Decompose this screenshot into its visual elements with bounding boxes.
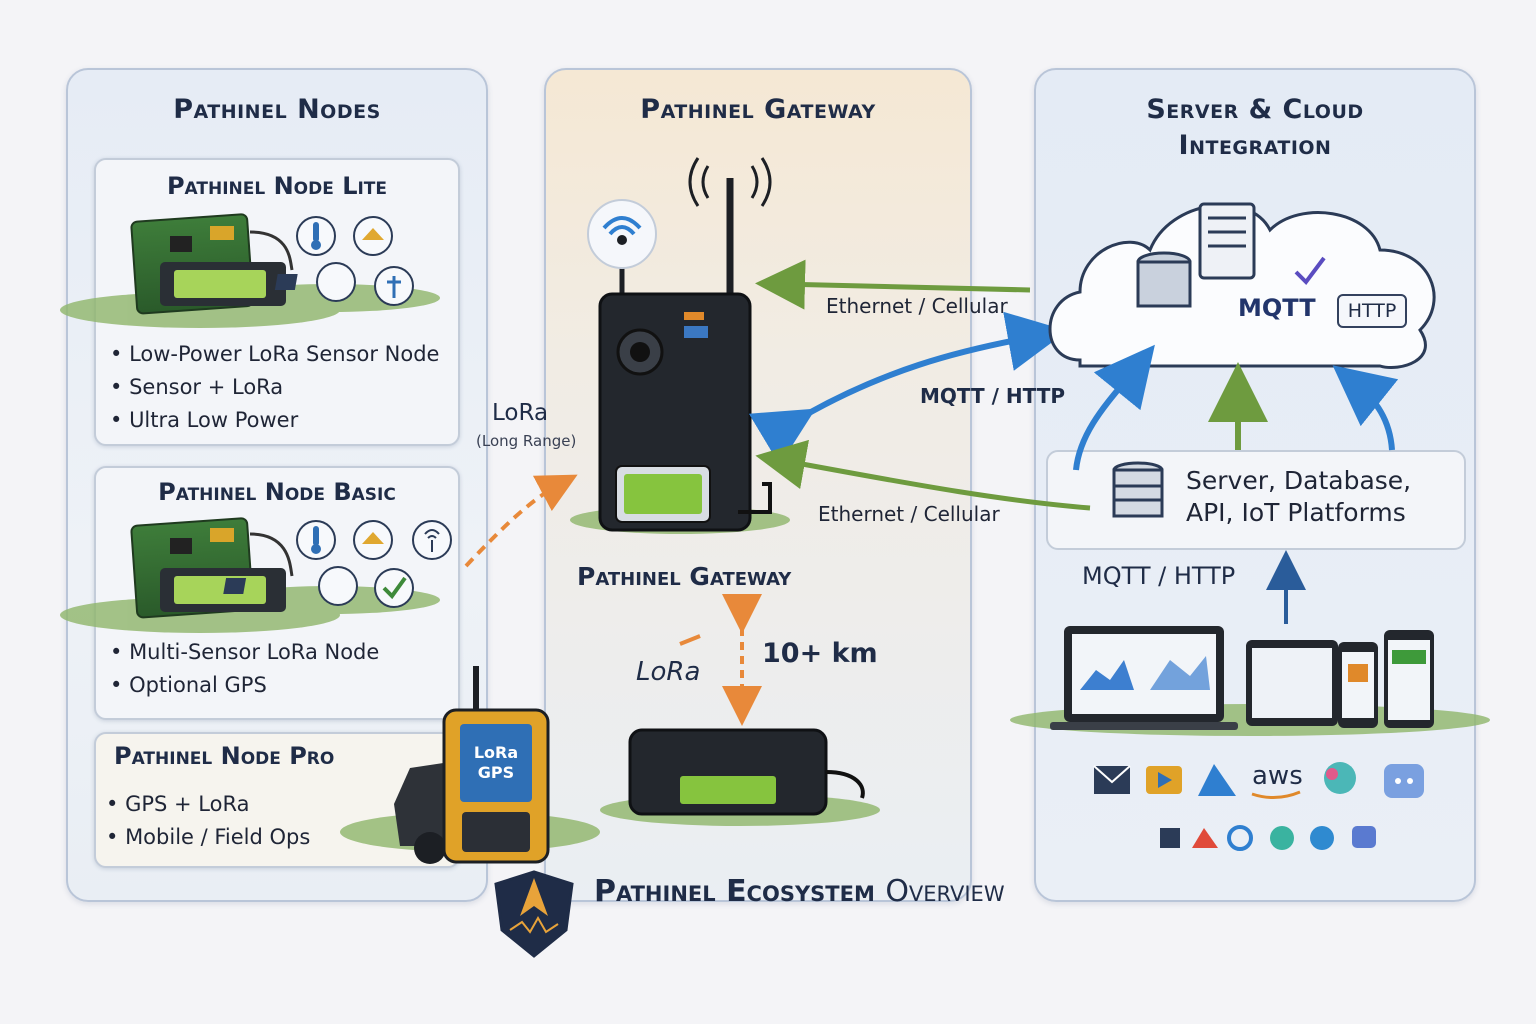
footer-title-bold: Pathinel Ecosystem: [594, 874, 875, 909]
ethernet-bottom-arrow: [755, 439, 1091, 511]
signal-icon: [412, 520, 452, 560]
google-cloud-icon: [1324, 762, 1356, 794]
ethernet-top-arrow: [755, 259, 1031, 310]
gateway-device-icon: [598, 178, 772, 532]
device-screen-gps: GPS: [478, 763, 514, 782]
solar-panel-icon: [274, 262, 356, 302]
footer-title-thin: Overview: [885, 874, 1005, 909]
footer-title: Pathinel Ecosystem Overview: [594, 874, 1005, 909]
list-item: Mobile / Field Ops: [106, 821, 310, 854]
antenna-signal-icon: [688, 157, 772, 207]
lora-arrow: [464, 474, 578, 568]
node-lite-title: Pathinel Node Lite: [166, 172, 388, 200]
phone-icon: [1384, 630, 1434, 728]
cloud-icon: [1048, 202, 1436, 369]
pathinel-logo-icon: [494, 870, 574, 958]
node-lite-board-icon: [130, 213, 294, 315]
temperature-icon: [296, 216, 336, 256]
azure-icon: [1198, 764, 1236, 796]
temperature-icon: [296, 520, 336, 560]
gateway-subtitle: Pathinel Gateway: [577, 562, 792, 591]
play-icon: [1146, 766, 1182, 794]
database-icon: [1112, 461, 1164, 518]
node-basic-title: Pathinel Node Basic: [158, 478, 396, 506]
server-to-cloud-arrow-right: [1332, 365, 1399, 451]
cloud-panel-title-line2: Integration: [1178, 130, 1332, 161]
wifi-badge-icon: [587, 199, 657, 269]
integration-icons-row: [1160, 825, 1376, 851]
phone-icon: [1338, 642, 1378, 728]
aws-label: aws: [1252, 761, 1303, 791]
server-to-cloud-arrow-left: [1073, 344, 1155, 471]
lora-link-sublabel: (Long Range): [476, 432, 577, 450]
server-card-line1: Server, Database,: [1186, 466, 1412, 495]
check-icon: [374, 568, 414, 608]
ethernet-bottom-label: Ethernet / Cellular: [818, 502, 1000, 526]
device-screen-lora: LoRa: [474, 743, 518, 762]
lora-link-label: LoRa: [492, 400, 549, 426]
mqtt-badge: MQTT: [1238, 294, 1316, 322]
mqtt-http-arrow: [748, 311, 1068, 466]
devices-mqtt-http-label: MQTT / HTTP: [1082, 562, 1236, 590]
list-item: Ultra Low Power: [110, 404, 439, 437]
lora-end-device-icon: [628, 728, 865, 816]
nodes-panel-title: Pathinel Nodes: [173, 94, 381, 125]
range-label: 10+ km: [762, 638, 878, 669]
vehicle-icon: [394, 762, 452, 864]
server-card-line2: API, IoT Platforms: [1186, 498, 1406, 527]
node-basic-board-icon: [130, 517, 294, 619]
tablet-icon: [1246, 640, 1338, 726]
ethernet-top-label: Ethernet / Cellular: [826, 294, 1008, 318]
lora-logo-text: LoRa: [636, 657, 700, 687]
http-badge: HTTP: [1337, 294, 1407, 328]
laptop-icon: [1050, 626, 1238, 730]
discord-icon: [1384, 764, 1424, 798]
lora-logo-icon: LoRa: [636, 634, 701, 687]
mail-icon: [1093, 765, 1131, 794]
gateway-panel-title: Pathinel Gateway: [640, 94, 876, 125]
list-item: Multi-Sensor LoRa Node: [110, 636, 379, 669]
list-item: Optional GPS: [110, 669, 379, 702]
list-item: Low-Power LoRa Sensor Node: [110, 338, 439, 371]
cloud-panel-title-line1: Server & Cloud: [1146, 94, 1364, 125]
list-item: Sensor + LoRa: [110, 371, 439, 404]
node-lite-bullets: Low-Power LoRa Sensor Node Sensor + LoRa…: [110, 338, 439, 437]
handheld-device-icon: LoRa GPS: [442, 666, 550, 864]
sprinkler-icon: [374, 266, 414, 306]
node-basic-bullets: Multi-Sensor LoRa Node Optional GPS: [110, 636, 379, 702]
aws-smile-icon: [1251, 790, 1301, 799]
list-item: GPS + LoRa: [106, 788, 310, 821]
solar-panel-icon: [223, 566, 358, 606]
weather-icon: [353, 216, 393, 256]
node-pro-bullets: GPS + LoRa Mobile / Field Ops: [106, 788, 310, 854]
mqtt-http-label: MQTT / HTTP: [920, 384, 1066, 408]
node-pro-title: Pathinel Node Pro: [114, 742, 335, 770]
weather-icon: [353, 520, 393, 560]
